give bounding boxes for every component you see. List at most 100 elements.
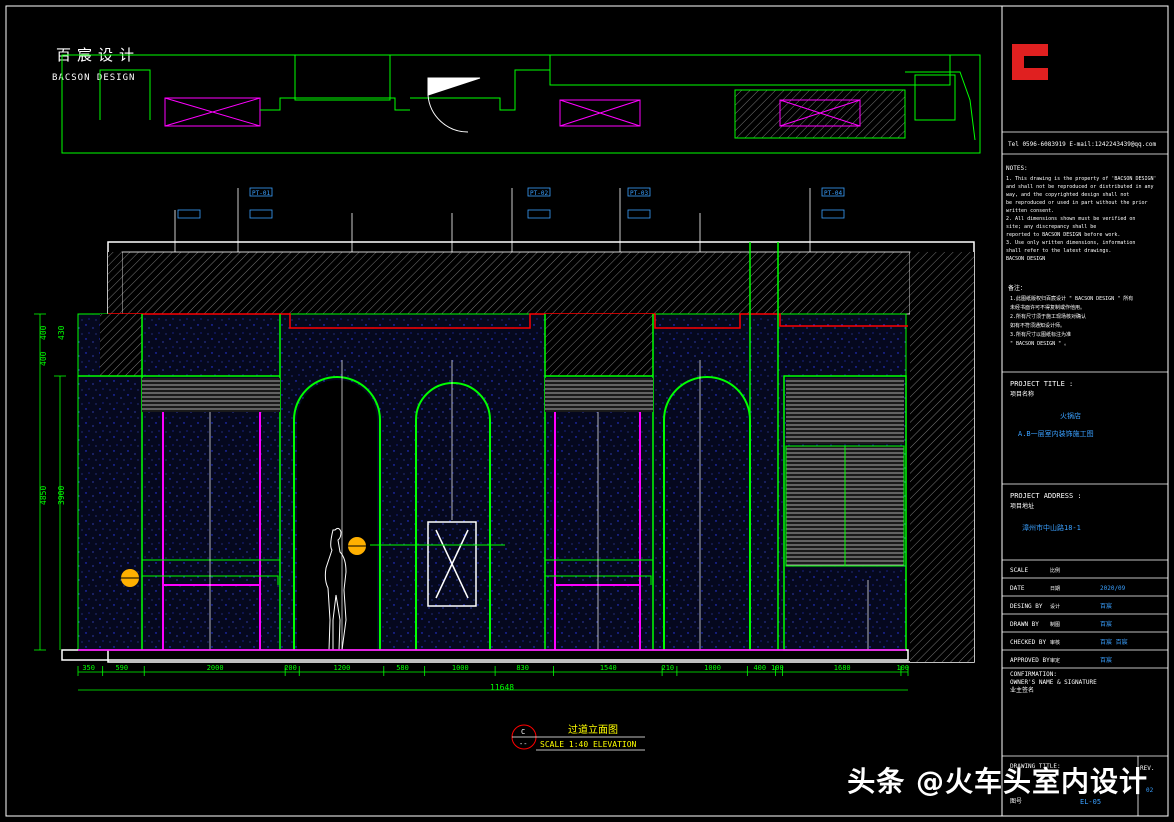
dim-total-width: 11648 xyxy=(490,683,514,692)
tb-row-cn: 审核 xyxy=(1050,639,1060,646)
notes-cn: 1.此图纸版权归百宸设计 " BACSON DESIGN " 所有未经书面许可不… xyxy=(1010,295,1133,347)
tag-pt04: PT-04 xyxy=(824,190,842,197)
bottom-dim-label: 1540 xyxy=(600,664,617,672)
bottom-dim-label: 100 xyxy=(771,664,784,672)
tb-row-value: 2020/09 xyxy=(1100,585,1126,592)
bottom-dim-label: 580 xyxy=(396,664,409,672)
ceiling-line xyxy=(108,313,908,329)
project-title-label: PROJECT TITLE : xyxy=(1010,380,1073,388)
notes-en-line: 1. This drawing is the property of 'BACS… xyxy=(1006,176,1157,182)
confirmation-line: 业主签名 xyxy=(1010,686,1034,694)
bottom-dim-label: 100 xyxy=(896,664,909,672)
project-address-value: 漳州市中山路18-1 xyxy=(1022,523,1081,532)
notes-en-line: be reproduced or used in part without th… xyxy=(1006,200,1147,206)
green-shelves xyxy=(142,559,653,585)
notes-en-line: shall refer to the latest drawings. xyxy=(1006,248,1111,254)
tag-pt02: PT-02 xyxy=(530,190,548,197)
project-address-label: PROJECT ADDRESS : xyxy=(1010,492,1082,500)
tb-row-label: APPROVED BY xyxy=(1010,657,1050,664)
notes-heading: NOTES: xyxy=(1006,165,1028,172)
label-tags xyxy=(177,187,845,219)
confirmation: CONFIRMATION:OWNER'S NAME & SIGNATURE业主签… xyxy=(1010,671,1097,694)
notes-en-line: site; any discrepancy shall be xyxy=(1006,224,1096,230)
notes-cn-line: 2.所有尺寸须于施工现场核对确认 xyxy=(1010,313,1086,320)
logo xyxy=(1012,44,1048,80)
window-panel xyxy=(427,521,477,607)
dim-left-4: 400 xyxy=(39,325,48,340)
notes-cn-line: 未经书面许可不得复制或作他用。 xyxy=(1010,304,1085,311)
tb-row-label: DRAWN BY xyxy=(1010,621,1039,628)
project-title-value1: 火锅店 xyxy=(1060,411,1081,420)
shutter-left xyxy=(142,378,280,412)
notes-en-line: 3. Use only written dimensions, informat… xyxy=(1006,240,1135,246)
notes-en-line: and shall not be reproduced or distribut… xyxy=(1006,184,1154,190)
dim-left-3: 400 xyxy=(39,351,48,366)
left-hatch-block xyxy=(100,314,142,376)
notes-cn-line: 如有不符须通知设计师。 xyxy=(1010,322,1065,329)
plan-strip xyxy=(61,54,981,154)
bottom-dim-label: 210 xyxy=(661,664,674,672)
project-title-cn: 项目名称 xyxy=(1010,390,1034,398)
bottom-dimension-chain xyxy=(78,671,908,691)
wall-surface xyxy=(77,313,907,651)
bottom-dim-label: 830 xyxy=(516,664,529,672)
drawing-no-cn: 图号 xyxy=(1010,798,1022,805)
bottom-dim-label: 1000 xyxy=(704,664,721,672)
shutter-mid xyxy=(545,378,653,412)
dim-left-5: 430 xyxy=(57,325,66,340)
tb-row-value: 百宸 xyxy=(1100,620,1112,628)
notes-en-line: 2. All dimensions shown must be verified… xyxy=(1006,216,1135,222)
tb-row-cn: 制图 xyxy=(1050,621,1060,628)
tb-row-cn: 审定 xyxy=(1050,657,1060,664)
notes-cn-line: 1.此图纸版权归百宸设计 " BACSON DESIGN " 所有 xyxy=(1010,295,1133,302)
bottom-dim-label: 2000 xyxy=(207,664,224,672)
notes-cn-line: 3.所有尺寸以图纸标注为准 xyxy=(1010,331,1071,338)
tb-row-cn: 设计 xyxy=(1050,603,1060,610)
tb-row-cn: 比例 xyxy=(1050,567,1060,574)
sheet-frame xyxy=(5,5,1169,817)
bottom-dim-label: 400 xyxy=(753,664,766,672)
drawing-title-cn: 过道立面图 xyxy=(568,723,618,736)
confirmation-line: OWNER'S NAME & SIGNATURE xyxy=(1010,679,1097,686)
arches xyxy=(293,376,751,650)
tb-row-label: DESING BY xyxy=(1010,603,1043,610)
detail-markers xyxy=(121,537,366,587)
watermark: 头条 @火车头室内设计 xyxy=(847,765,1148,798)
bottom-dim-label: 590 xyxy=(115,664,128,672)
arch-opening-1 xyxy=(297,380,377,650)
project-address-cn: 项目地址 xyxy=(1010,502,1034,510)
notes-en-line: reported to BACSON DESIGN before work. xyxy=(1006,232,1120,238)
dim-left-total: 4850 xyxy=(39,486,48,505)
bottom-dimension-labels: 350 590 2000 200 1200 580 1000 830 1540 210 1000 40… xyxy=(77,664,909,676)
notes-en-line: way, and the copyrighted design shall no… xyxy=(1006,192,1129,198)
notes-cn-line: " BACSON DESIGN " 。 xyxy=(1010,341,1069,347)
notes-en: 1. This drawing is the property of 'BACS… xyxy=(1006,176,1157,262)
human-figure xyxy=(324,527,347,651)
bottom-dim-label: 1200 xyxy=(334,664,351,672)
drawing-title-marker xyxy=(511,724,645,751)
left-dimension-chain xyxy=(34,313,66,651)
firm-contact: Tel 0596-6083919 E-mail:1242243439@qq.co… xyxy=(1008,141,1156,148)
bottom-dim-label: 350 xyxy=(82,664,95,672)
tb-row-value: 百宸 xyxy=(1100,656,1112,664)
firm-name-en: BACSON DESIGN xyxy=(52,73,135,83)
magenta-frames xyxy=(162,412,641,650)
tb-row-label: SCALE xyxy=(1010,567,1028,574)
shutter-right-top xyxy=(786,378,904,444)
rev-label: REV. xyxy=(1140,765,1154,772)
marker-top: C xyxy=(521,728,525,736)
interior-dims xyxy=(209,360,869,650)
notes-cn-heading: 备注： xyxy=(1008,284,1026,292)
tb-row-label: CHECKED BY xyxy=(1010,639,1047,646)
bottom-dim-label: 1000 xyxy=(452,664,469,672)
tb-row-label: DATE xyxy=(1010,585,1025,592)
tb-row-value: 百宸 xyxy=(1100,602,1112,610)
drawing-title-label: DRAWING TITLE: xyxy=(1010,763,1061,770)
tag-pt01: PT-01 xyxy=(252,190,270,197)
bottom-dim-label: 200 xyxy=(284,664,297,672)
rev-value: 02 xyxy=(1146,787,1154,794)
confirmation-line: CONFIRMATION: xyxy=(1010,671,1057,678)
